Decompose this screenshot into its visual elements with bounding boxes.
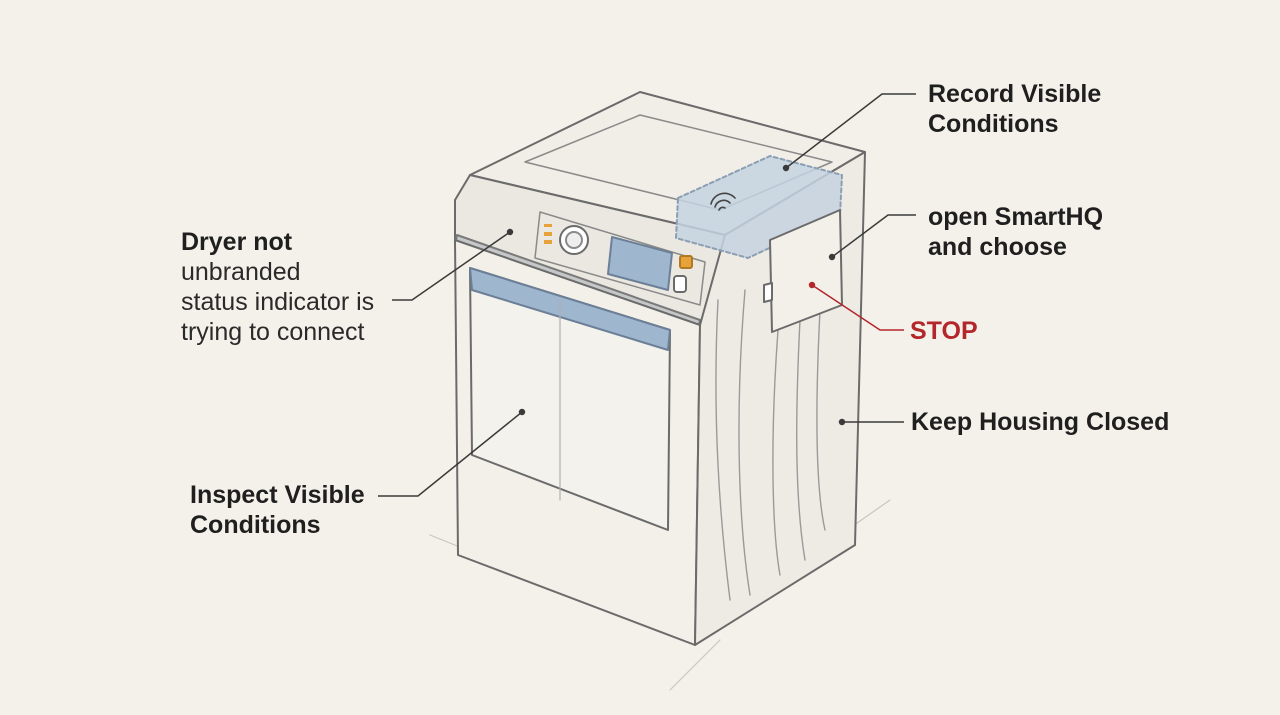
label-open-smarthq: open SmartHQ and choose	[928, 202, 1103, 262]
inspect-visible-line2: Conditions	[190, 511, 321, 539]
label-record-visible-conditions: Record Visible Conditions	[928, 79, 1101, 139]
leader-record	[785, 93, 916, 169]
dryer-status-line1: Dryer not	[181, 228, 293, 256]
leader-dryer	[392, 231, 511, 301]
label-dryer-status: Dryer not unbranded status indicator is …	[181, 227, 374, 347]
dryer-status-line3: status indicator is	[181, 288, 375, 316]
label-inspect-visible-conditions: Inspect Visible Conditions	[190, 480, 365, 540]
leader-smarthq	[831, 214, 916, 258]
label-stop: STOP	[910, 316, 978, 346]
wifi-icon	[710, 192, 736, 211]
label-keep-housing-closed: Keep Housing Closed	[911, 407, 1169, 437]
leader-inspect	[378, 411, 523, 497]
inspect-visible-line1: Inspect Visible	[190, 481, 365, 509]
dryer-status-line2: unbranded	[181, 258, 301, 286]
open-smarthq-line2: and choose	[928, 233, 1067, 261]
record-visible-line1: Record Visible	[928, 80, 1102, 108]
open-smarthq-line1: open SmartHQ	[928, 203, 1104, 231]
keep-housing-text: Keep Housing Closed	[911, 408, 1170, 436]
leader-stop	[811, 284, 904, 331]
stop-text: STOP	[910, 317, 978, 345]
dryer-status-line4: trying to connect	[181, 318, 365, 346]
display-panel-icon	[607, 236, 673, 291]
record-visible-line2: Conditions	[928, 110, 1059, 138]
